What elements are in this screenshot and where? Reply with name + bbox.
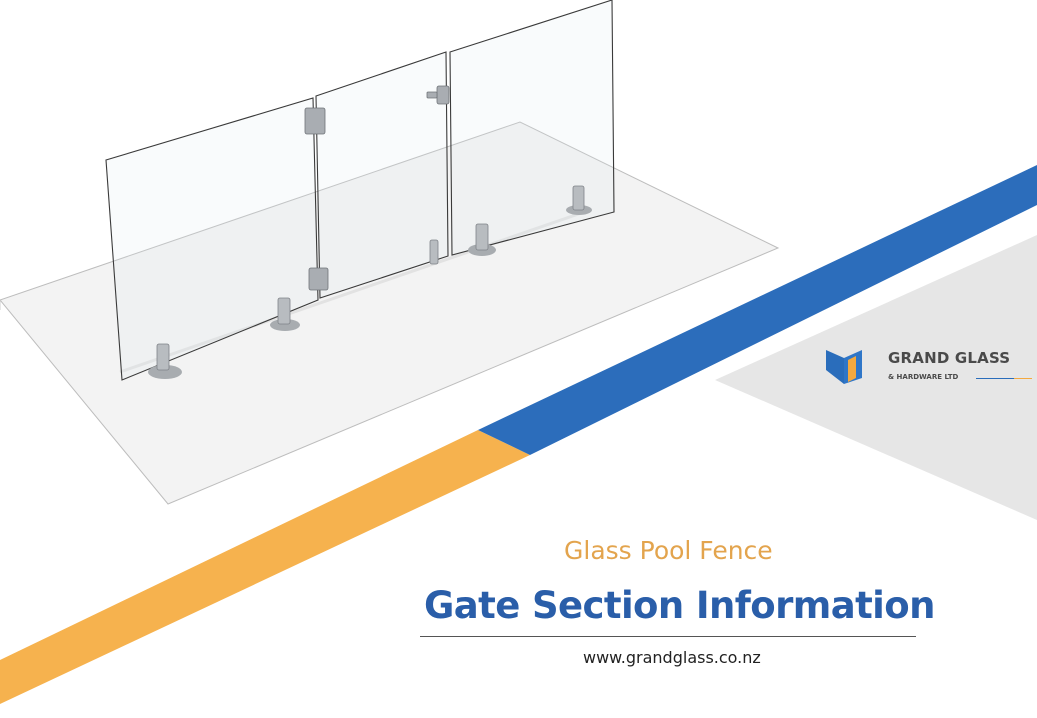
grey-wedge — [715, 235, 1037, 520]
title-divider — [420, 636, 916, 637]
gate-hinge-bottom — [308, 267, 329, 291]
blue-stripe — [478, 165, 1037, 455]
cover-title: Gate Section Information — [424, 584, 935, 627]
brand-tagline-rule — [976, 378, 1032, 379]
gate-hinge-top — [304, 107, 326, 135]
spigots — [148, 185, 592, 379]
cover-subtitle: Glass Pool Fence — [564, 536, 773, 565]
spigot — [148, 343, 182, 379]
orange-stripe — [0, 430, 530, 704]
spigot — [468, 223, 496, 256]
brand-name: GRAND GLASS — [888, 349, 1011, 367]
glass-panel-left — [105, 97, 319, 381]
fence-illustration — [0, 0, 780, 505]
grand-glass-logo-mark-icon — [826, 350, 862, 384]
fence-base-slab — [0, 121, 780, 505]
spigot — [566, 185, 592, 215]
brand-tagline: & HARDWARE LTD — [888, 373, 959, 381]
glass-panel-gate — [315, 51, 449, 299]
gate-stop — [429, 239, 439, 265]
spigot — [270, 297, 300, 331]
gate-latch — [436, 85, 450, 105]
gate-hardware — [304, 85, 450, 291]
website-link[interactable]: www.grandglass.co.nz — [583, 648, 761, 667]
brand-logo: GRAND GLASS & HARDWARE LTD — [826, 346, 1036, 390]
glass-panel-right — [449, 0, 615, 256]
